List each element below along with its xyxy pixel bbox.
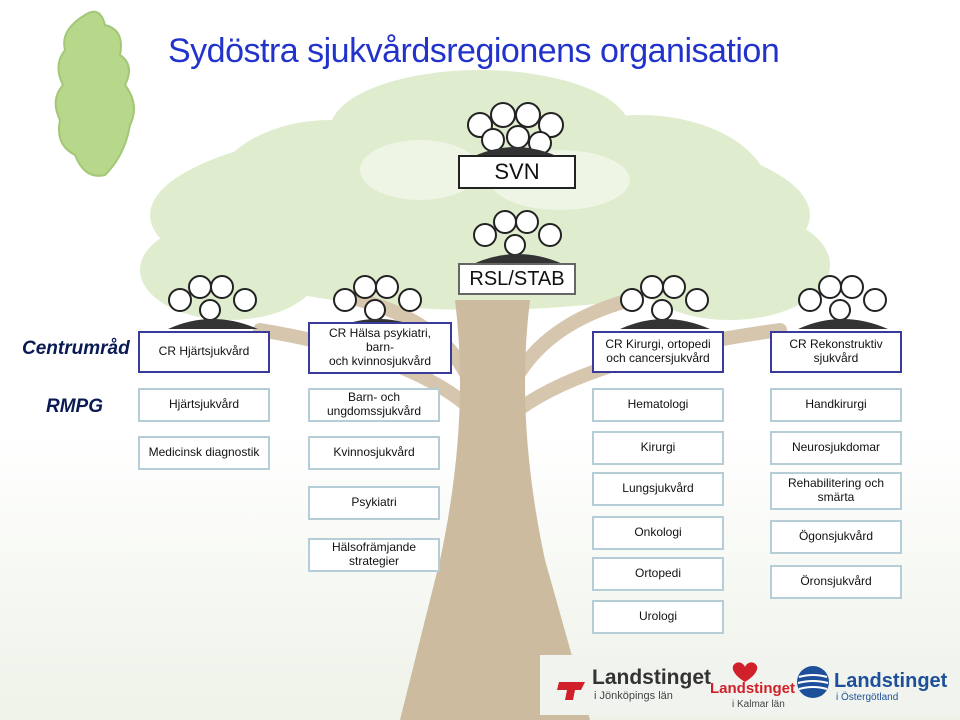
rmpg-kirurgi-box: Kirurgi <box>592 431 724 465</box>
rmpg-kirurgi-label: Kirurgi <box>640 440 676 455</box>
page-title: Sydöstra sjukvårdsregionens organisation <box>168 32 780 70</box>
rmpg-hematologi-label: Hematologi <box>627 397 689 412</box>
svn-label: SVN <box>494 159 540 185</box>
row-label-rmpg: RMPG <box>46 396 103 417</box>
rmpg-medicinsk-diagnostik-label: Medicinsk diagnostik <box>148 445 260 460</box>
rmpg-barn-line1: Barn- och <box>347 390 401 405</box>
logo-jonkoping-sub: i Jönköpings län <box>594 690 673 702</box>
rmpg-ortopedi-label: Ortopedi <box>634 566 682 581</box>
people-group-icon <box>168 275 258 329</box>
region-map-icon <box>54 10 135 177</box>
rmpg-barn-ungdom-box: Barn- och ungdomssjukvård <box>308 388 440 422</box>
rsl-stab-label: RSL/STAB <box>469 267 565 290</box>
rmpg-ogonsjukvard-label: Ögonsjukvård <box>798 529 874 544</box>
logo-ostergotland-sub: i Östergötland <box>836 692 899 703</box>
rmpg-handkirurgi-label: Handkirurgi <box>805 397 867 412</box>
rmpg-halsoframjande-line1: Hälsofrämjande <box>331 540 417 555</box>
rmpg-medicinsk-diagnostik-box: Medicinsk diagnostik <box>138 436 270 470</box>
cr-kirurgi-box: CR Kirurgi, ortopedi och cancersjukvård <box>592 331 724 373</box>
rmpg-urologi-box: Urologi <box>592 600 724 634</box>
rmpg-oronsjukvard-label: Öronsjukvård <box>800 574 872 589</box>
cr-hjartsjukvard-label: CR Hjärtsjukvård <box>158 344 250 359</box>
rmpg-onkologi-label: Onkologi <box>634 525 682 540</box>
rmpg-rehabilitering-line2: smärta <box>817 490 855 504</box>
cr-halsa-line3: och kvinnosjukvård <box>328 353 432 368</box>
ostergotland-globe-icon <box>797 666 829 698</box>
rmpg-neurosjukdomar-box: Neurosjukdomar <box>770 431 902 465</box>
cr-halsa-psykiatri-box: CR Hälsa psykiatri, barn- och kvinnosjuk… <box>308 322 452 374</box>
rmpg-kvinnosjukvard-label: Kvinnosjukvård <box>333 445 415 460</box>
cr-hjartsjukvard-box: CR Hjärtsjukvård <box>138 331 270 373</box>
cr-rekonstruktiv-box: CR Rekonstruktiv sjukvård <box>770 331 902 373</box>
people-group-icon <box>620 275 710 329</box>
rmpg-handkirurgi-box: Handkirurgi <box>770 388 902 422</box>
logo-jonkoping-name: Landstinget <box>592 666 711 689</box>
rmpg-halsoframjande-box: Hälsofrämjande strategier <box>308 538 440 572</box>
cr-rekonstruktiv-line2: sjukvård <box>813 351 859 365</box>
cr-kirurgi-line1: CR Kirurgi, ortopedi <box>605 337 711 352</box>
rmpg-hjartsjukvard-box: Hjärtsjukvård <box>138 388 270 422</box>
rmpg-halsoframjande-line2: strategier <box>348 554 400 568</box>
rmpg-hematologi-box: Hematologi <box>592 388 724 422</box>
logo-kalmar-sub: i Kalmar län <box>732 699 785 710</box>
people-group-icon <box>467 102 564 159</box>
row-label-centrumrad: Centrumråd <box>22 338 130 359</box>
logo-kalmar-name: Landstinget <box>710 680 795 697</box>
rmpg-kvinnosjukvard-box: Kvinnosjukvård <box>308 436 440 470</box>
rmpg-barn-line2: ungdomssjukvård <box>326 404 422 418</box>
people-group-icon <box>798 275 888 329</box>
cr-halsa-line2: barn- <box>365 340 394 355</box>
people-group-icon <box>473 210 563 264</box>
cr-rekonstruktiv-line1: CR Rekonstruktiv <box>789 337 883 352</box>
svn-box: SVN <box>458 155 576 189</box>
rmpg-hjartsjukvard-label: Hjärtsjukvård <box>168 397 240 412</box>
cr-halsa-line1: CR Hälsa psykiatri, <box>328 326 432 341</box>
kalmar-heart-icon <box>732 662 758 682</box>
jonkoping-cross-icon <box>557 682 585 700</box>
rmpg-lungsjukvard-box: Lungsjukvård <box>592 472 724 506</box>
rmpg-ortopedi-box: Ortopedi <box>592 557 724 591</box>
people-group-icon <box>333 275 423 329</box>
rmpg-psykiatri-box: Psykiatri <box>308 486 440 520</box>
rmpg-rehabilitering-box: Rehabilitering och smärta <box>770 472 902 510</box>
rmpg-onkologi-box: Onkologi <box>592 516 724 550</box>
cr-kirurgi-line2: och cancersjukvård <box>606 351 710 365</box>
rmpg-neurosjukdomar-label: Neurosjukdomar <box>791 440 881 455</box>
rmpg-oronsjukvard-box: Öronsjukvård <box>770 565 902 599</box>
logo-ostergotland-name: Landstinget <box>834 670 948 692</box>
rmpg-psykiatri-label: Psykiatri <box>351 495 397 510</box>
rmpg-urologi-label: Urologi <box>638 609 677 624</box>
rsl-stab-box: RSL/STAB <box>458 263 576 295</box>
rmpg-rehabilitering-line1: Rehabilitering och <box>787 476 885 491</box>
rmpg-ogonsjukvard-box: Ögonsjukvård <box>770 520 902 554</box>
rmpg-lungsjukvard-label: Lungsjukvård <box>622 481 694 496</box>
